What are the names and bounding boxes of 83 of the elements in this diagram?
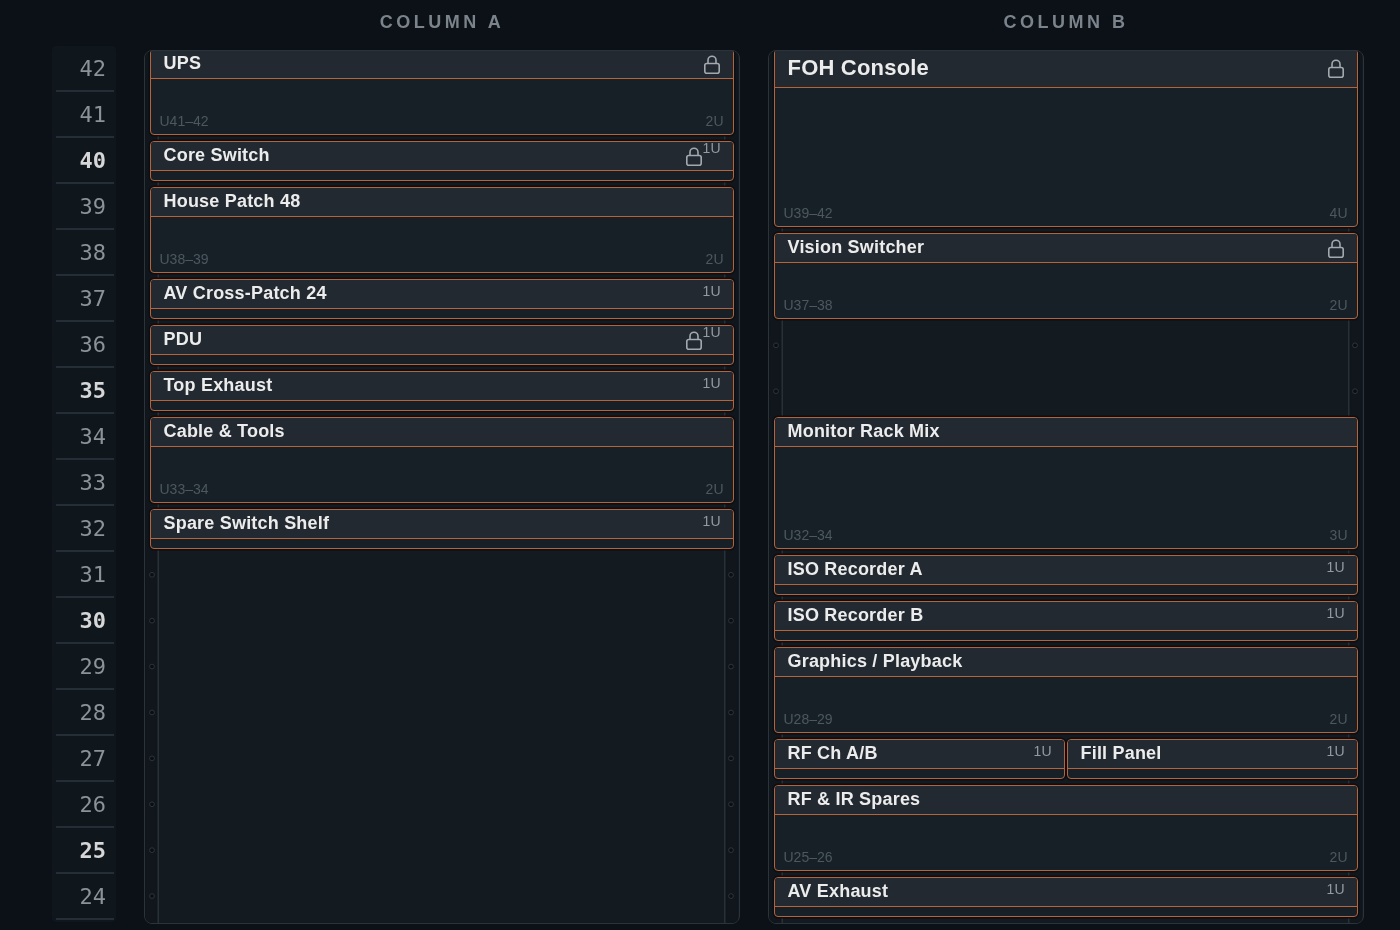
unit-number: 34	[56, 414, 114, 460]
device-name: Graphics / Playback	[787, 651, 963, 672]
rack-device	[773, 600, 1358, 641]
unit-range: U25–26	[783, 848, 833, 865]
unit-number: 40	[56, 138, 114, 184]
unit-size: 1U	[1326, 558, 1345, 575]
device-name: Top Exhaust	[163, 375, 273, 396]
unit-number: 33	[56, 460, 114, 506]
unit-size: 4U	[1329, 204, 1348, 221]
device-name: Core Switch	[163, 145, 270, 166]
unit-number: 42	[56, 46, 114, 92]
column-heading: COLUMN B	[1003, 11, 1129, 34]
device-name: Cable & Tools	[163, 421, 285, 442]
device-name: House Patch 48	[163, 191, 301, 212]
unit-range: U37–38	[783, 296, 833, 313]
rack-device	[149, 186, 734, 273]
rack-device	[149, 508, 734, 549]
unit-number: 37	[56, 276, 114, 322]
unit-size: 1U	[1033, 742, 1052, 759]
unit-number: 29	[56, 644, 114, 690]
unit-size: 2U	[1329, 296, 1348, 313]
rack-device	[773, 876, 1358, 917]
rack-device	[149, 140, 734, 181]
device-name: Fill Panel	[1080, 743, 1162, 764]
device-name: ISO Recorder B	[787, 605, 924, 626]
unit-size: 2U	[705, 112, 724, 129]
device-name: RF Ch A/B	[787, 743, 878, 764]
unit-number: 32	[56, 506, 114, 552]
device-name: Vision Switcher	[787, 237, 925, 258]
unit-size: 3U	[1329, 526, 1348, 543]
unit-size: 1U	[1326, 880, 1345, 897]
rack-device	[773, 232, 1358, 319]
device-name: ISO Recorder A	[787, 559, 923, 580]
rack-device	[149, 370, 734, 411]
device-name: PDU	[163, 329, 203, 350]
rack-device	[773, 738, 1065, 779]
unit-range: U38–39	[159, 250, 209, 267]
rack-device	[773, 51, 1358, 227]
device-name: Spare Switch Shelf	[163, 513, 330, 534]
device-name: FOH Console	[787, 55, 930, 81]
unit-number: 30	[56, 598, 114, 644]
unit-number: 24	[56, 874, 114, 920]
unit-size: 1U	[1326, 742, 1345, 759]
unit-size: 2U	[1329, 848, 1348, 865]
unit-size: 1U	[702, 512, 721, 529]
rack-device	[149, 278, 734, 319]
unit-number: 26	[56, 782, 114, 828]
unit-size: 1U	[702, 282, 721, 299]
rack-device	[149, 51, 734, 135]
device-name: Monitor Rack Mix	[787, 421, 940, 442]
unit-size: 1U	[702, 141, 721, 156]
unit-number: 28	[56, 690, 114, 736]
device-name: AV Cross-Patch 24	[163, 283, 327, 304]
rack-device	[773, 784, 1358, 871]
column-heading: COLUMN A	[379, 11, 505, 34]
unit-range: U39–42	[783, 204, 833, 221]
rack-device	[149, 416, 734, 503]
unit-number: 38	[56, 230, 114, 276]
unit-number: 39	[56, 184, 114, 230]
unit-number: 41	[56, 92, 114, 138]
rack-device	[149, 324, 734, 365]
rack-device	[773, 416, 1358, 549]
unit-number: 25	[56, 828, 114, 874]
unit-range: U41–42	[159, 112, 209, 129]
unit-size: 1U	[702, 374, 721, 391]
unit-range: U32–34	[783, 526, 833, 543]
rack-device	[773, 646, 1358, 733]
device-name: AV Exhaust	[787, 881, 889, 902]
rack-device	[773, 554, 1358, 595]
unit-range: U33–34	[159, 480, 209, 497]
rack-device	[1066, 738, 1358, 779]
unit-size: 2U	[705, 480, 724, 497]
device-name: UPS	[163, 53, 202, 74]
unit-size: 2U	[1329, 710, 1348, 727]
unit-number: 36	[56, 322, 114, 368]
unit-size: 1U	[1326, 604, 1345, 621]
unit-number: 35	[56, 368, 114, 414]
unit-size: 2U	[705, 250, 724, 267]
device-name: RF & IR Spares	[787, 789, 921, 810]
unit-size: 1U	[702, 325, 721, 340]
unit-range: U28–29	[783, 710, 833, 727]
unit-number: 27	[56, 736, 114, 782]
unit-number: 31	[56, 552, 114, 598]
